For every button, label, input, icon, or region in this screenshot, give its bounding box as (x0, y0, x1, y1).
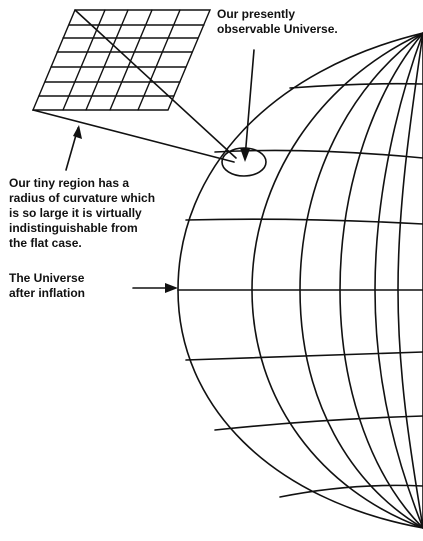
projection-line (75, 10, 236, 158)
projection-line (33, 110, 234, 162)
arrowhead-curvature (73, 125, 82, 139)
arrowhead-after-inflation (165, 283, 178, 293)
sphere-latitude (280, 485, 423, 497)
flat-patch-grid (33, 10, 210, 110)
sphere-meridian (375, 33, 423, 528)
sphere-meridian (300, 33, 423, 528)
label-after-inflation: The Universe after inflation (9, 271, 85, 301)
label-curvature: Our tiny region has a radius of curvatur… (9, 176, 155, 251)
label-observable-universe: Our presently observable Universe. (217, 7, 338, 37)
arrowhead-observable (240, 148, 250, 162)
arrow-observable (245, 50, 254, 158)
sphere-latitude (186, 352, 423, 360)
sphere-latitude (186, 219, 423, 224)
sphere-meridian (398, 33, 423, 528)
sphere-latitude (290, 84, 423, 88)
